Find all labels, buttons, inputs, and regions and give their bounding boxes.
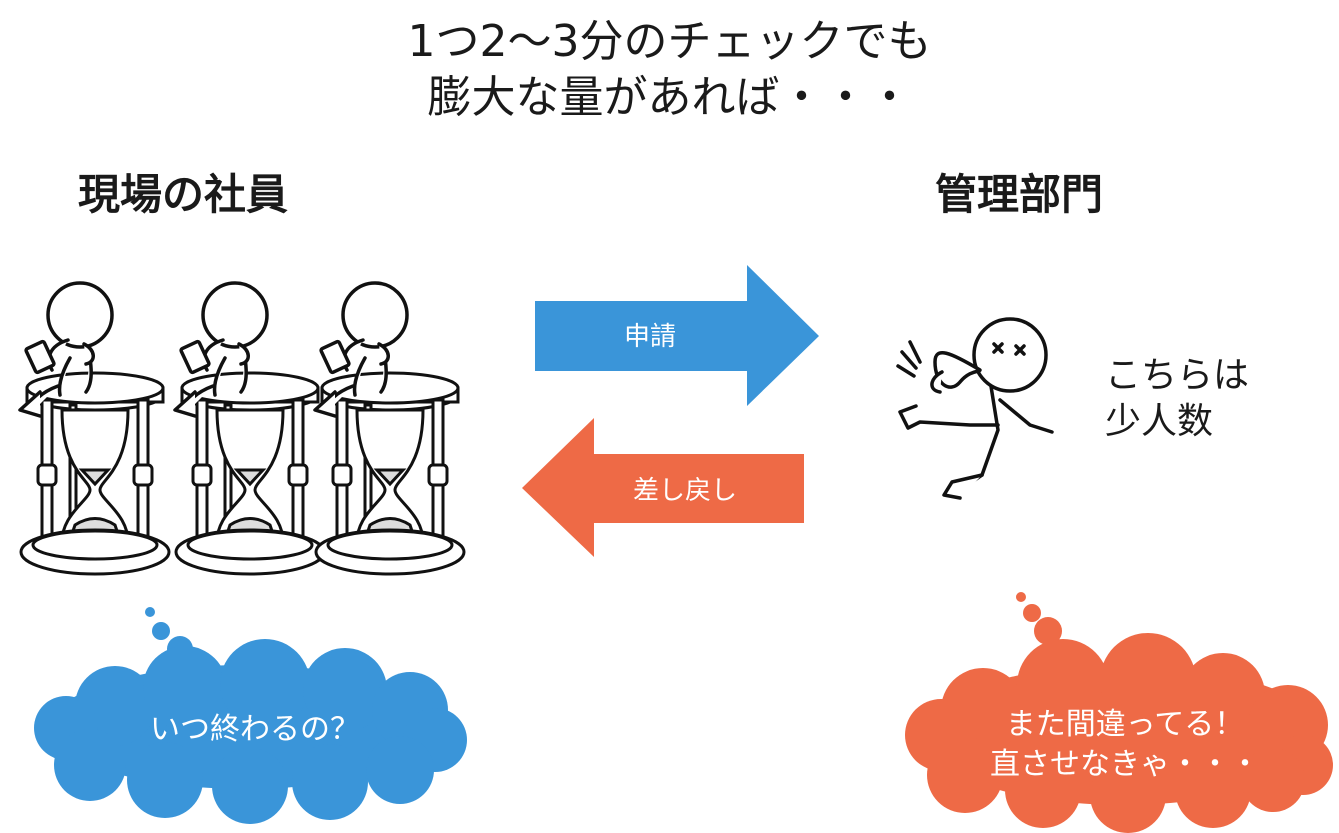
thought-cloud xyxy=(34,639,467,824)
thought-dot-medium xyxy=(1023,604,1041,622)
thought-dot-small xyxy=(1016,592,1026,602)
right-thought-line-2: 直させなきゃ・・・ xyxy=(990,747,1260,782)
side-note-line-1: こちらは xyxy=(1105,355,1250,396)
return-arrow-shape xyxy=(522,418,804,557)
title-line-1: 1つ2～3分のチェックでも xyxy=(407,16,932,67)
thought-dot-medium xyxy=(152,622,170,640)
right-heading: 管理部門 xyxy=(935,170,1104,219)
thought-cloud xyxy=(905,633,1333,833)
return-arrow xyxy=(522,418,804,557)
request-arrow xyxy=(535,265,819,406)
right-thought-bubble xyxy=(905,592,1333,833)
right-thought-line-1: また間違ってる！ xyxy=(1005,707,1245,742)
page-title: 1つ2～3分のチェックでも 膨大な量があれば・・・ xyxy=(0,14,1339,126)
request-arrow-label: 申請 xyxy=(623,322,676,352)
left-heading: 現場の社員 xyxy=(78,170,289,219)
thought-dot-small xyxy=(145,607,155,617)
title-line-2: 膨大な量があれば・・・ xyxy=(427,72,912,123)
left-thought-bubble xyxy=(34,607,467,824)
right-thought-text: また間違ってる！ 直させなきゃ・・・ xyxy=(950,705,1300,785)
side-note-line-2: 少人数 xyxy=(1105,401,1214,442)
request-arrow-shape xyxy=(535,265,819,406)
return-arrow-label: 差し戻し xyxy=(632,476,737,506)
left-thought-text: いつ終わるの？ xyxy=(150,712,360,747)
side-note: こちらは 少人数 xyxy=(1105,353,1249,445)
person-collapsed-icon xyxy=(896,317,1054,500)
thought-dot-large xyxy=(1034,617,1062,645)
